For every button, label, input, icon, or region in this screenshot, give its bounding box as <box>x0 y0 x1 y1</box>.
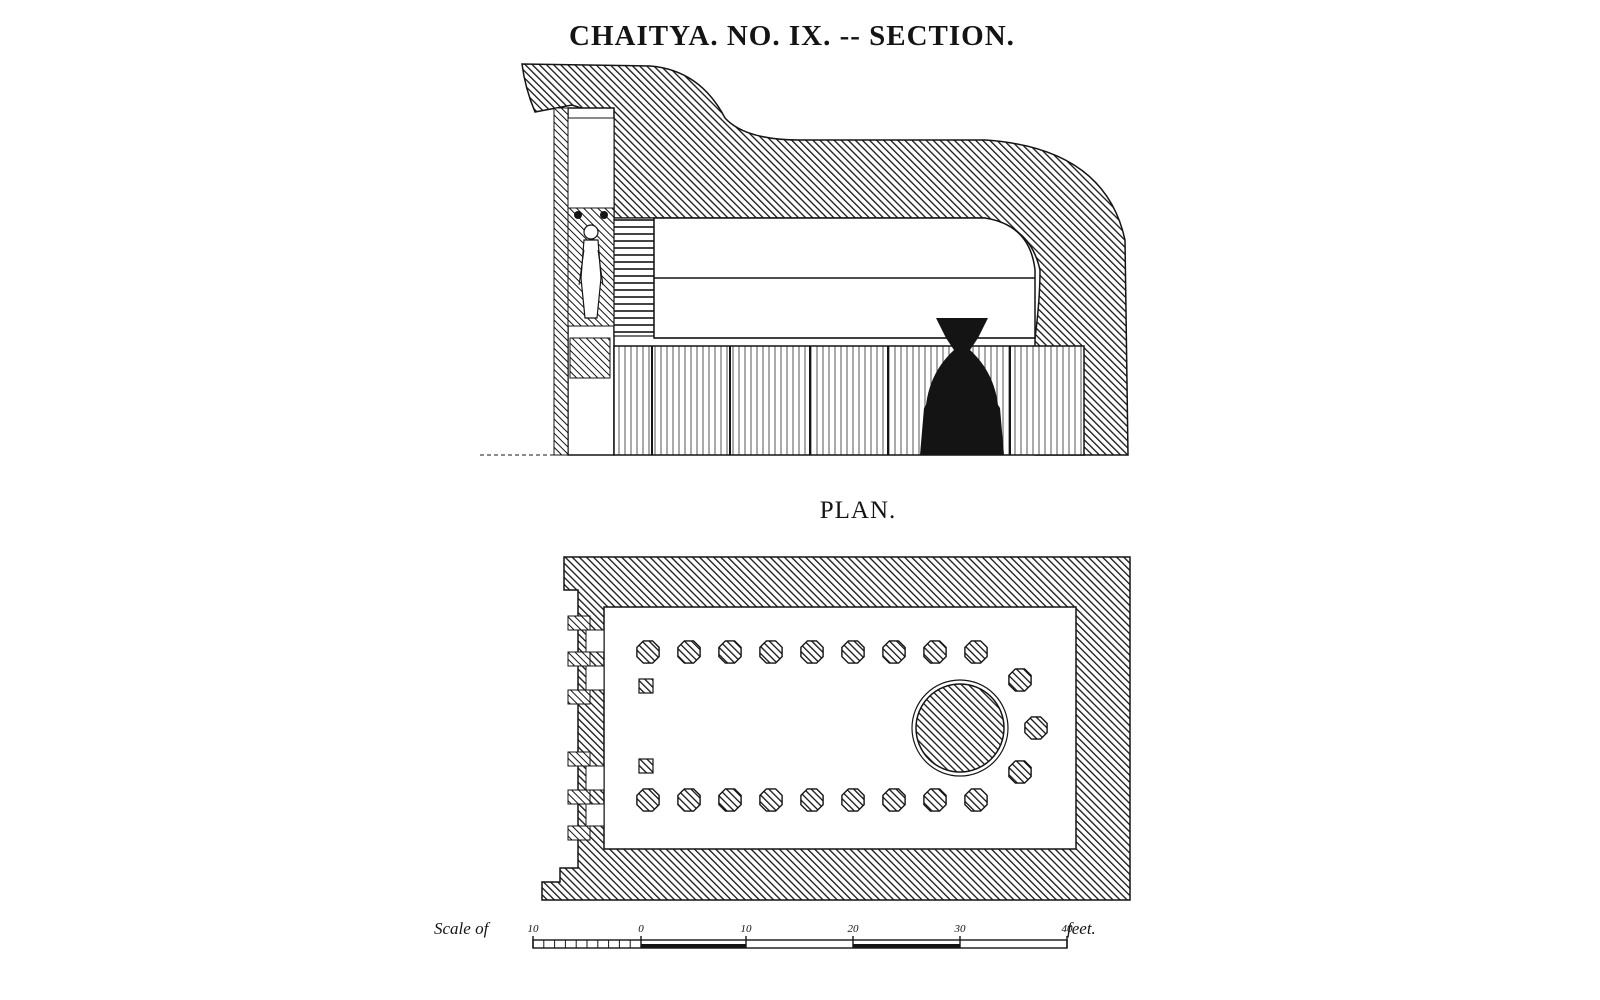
apse-column <box>1008 760 1032 784</box>
scale-prefix: Scale of <box>434 919 491 938</box>
stupa-plan-outline <box>911 679 1009 777</box>
facade-edge <box>553 107 569 456</box>
column-dividers <box>651 346 1011 455</box>
nave-column <box>718 640 742 664</box>
nave-column <box>759 788 783 812</box>
nave-column <box>882 640 906 664</box>
entrance-pier <box>638 758 654 774</box>
nave-column <box>677 640 701 664</box>
nave-column <box>800 788 824 812</box>
nave-column <box>677 788 701 812</box>
scale-bar-outline <box>532 939 1068 949</box>
facade-lower-panel <box>569 337 611 379</box>
scale-tick-label: 10 <box>528 923 540 935</box>
nave-column <box>923 640 947 664</box>
nave-column <box>636 788 660 812</box>
scale-segment <box>641 944 746 948</box>
apse-column <box>1008 668 1032 692</box>
nave-column <box>759 640 783 664</box>
scale-graphic: 10 0 10 20 30 40 <box>528 923 1074 949</box>
scale-tick-label: 10 <box>741 923 753 935</box>
nave-column <box>841 788 865 812</box>
stupa <box>920 318 1004 455</box>
section-title: CHAITYA. NO. IX. -- SECTION. <box>569 20 1015 52</box>
scale-tick-label: 30 <box>954 923 967 935</box>
nave-column <box>636 640 660 664</box>
nave-column <box>923 788 947 812</box>
standing-figure <box>574 211 608 319</box>
scale-tick-label: 20 <box>848 923 860 935</box>
scale-tick-label: 40 <box>1062 923 1074 935</box>
nave-column <box>964 788 988 812</box>
nave-column <box>718 788 742 812</box>
facade-upper-panel <box>567 117 615 209</box>
plan-title: PLAN. <box>820 497 897 524</box>
entrance-pier <box>638 678 654 694</box>
nave-column <box>800 640 824 664</box>
nave-column <box>882 788 906 812</box>
facade-piers <box>567 615 591 841</box>
scale-segment <box>853 944 960 948</box>
scale-unit: feet. <box>1067 919 1096 938</box>
door-jambs <box>585 629 605 827</box>
nave-column <box>841 640 865 664</box>
stupa-plan <box>915 683 1005 773</box>
colonnade <box>613 345 1085 456</box>
plan-drawing <box>541 556 1131 901</box>
nave-column <box>964 640 988 664</box>
section-drawing <box>480 63 1129 456</box>
gallery-steps <box>613 217 655 337</box>
scale-bar: Scale of 10 0 10 20 30 40 feet. <box>434 919 1096 949</box>
apse-column <box>1024 716 1048 740</box>
hall-interior <box>603 606 1077 850</box>
plan-columns <box>636 640 1048 812</box>
scale-tick-label: 0 <box>638 923 644 935</box>
